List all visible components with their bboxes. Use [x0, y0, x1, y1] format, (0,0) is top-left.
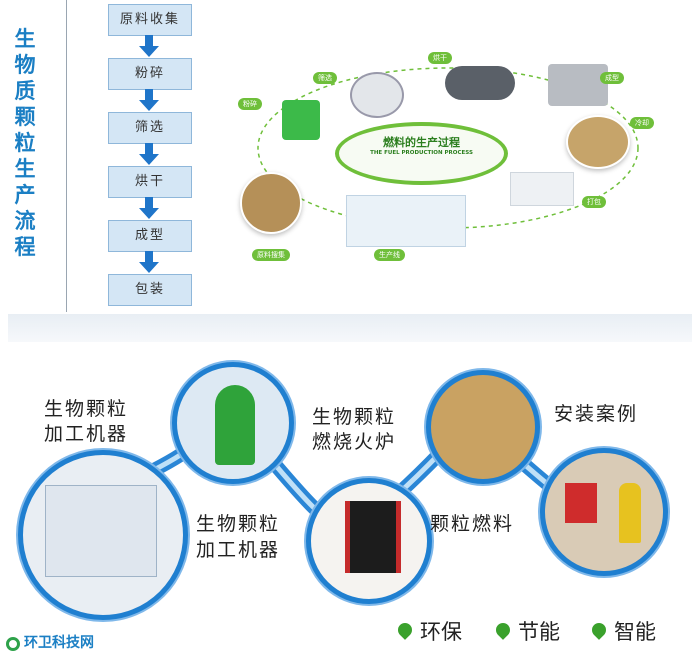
feature-label: 环保 — [420, 620, 462, 644]
production-line-image — [346, 195, 466, 247]
pellets-image — [566, 115, 630, 169]
logo-icon — [6, 637, 20, 651]
title-char: 粒 — [14, 131, 36, 155]
down-arrow-icon — [139, 143, 159, 165]
divider — [66, 0, 67, 312]
title-char: 流 — [14, 209, 36, 233]
title-char: 程 — [14, 235, 36, 259]
center-subtitle: THE FUEL PRODUCTION PROCESS — [370, 150, 473, 156]
separator-band — [8, 314, 692, 342]
feature-eco: 环保 — [395, 616, 462, 644]
title-char: 物 — [14, 53, 36, 77]
label-machine-2-line1: 生物颗粒 — [196, 513, 281, 535]
pellet-mill-image — [548, 64, 608, 106]
step-package: 包装 — [108, 274, 192, 306]
tag-form: 成型 — [600, 72, 624, 84]
down-arrow-icon — [139, 35, 159, 57]
dryer-image — [445, 66, 515, 100]
pellets-photo — [426, 370, 540, 484]
down-arrow-icon — [139, 251, 159, 273]
stove-photo — [306, 478, 432, 604]
cycle-path — [257, 67, 639, 229]
watermark-text: 环卫科技网 — [24, 635, 94, 651]
location-pin-icon — [589, 620, 609, 640]
title-char: 生 — [14, 27, 36, 51]
feature-label: 节能 — [518, 620, 560, 644]
label-installation-case: 安装案例 — [554, 403, 639, 425]
step-screen: 筛选 — [108, 112, 192, 144]
processing-machine-photo — [18, 450, 188, 620]
tag-pack: 打包 — [582, 196, 606, 208]
step-dry: 烘干 — [108, 166, 192, 198]
feature-energy-saving: 节能 — [493, 616, 560, 644]
green-machine-photo — [172, 362, 294, 484]
crusher-image — [282, 100, 320, 140]
label-machine-1-line1: 生物颗粒 — [44, 398, 129, 420]
center-title: 燃料的生产过程 — [383, 136, 460, 149]
label-stove-line1: 生物颗粒 — [312, 406, 397, 428]
label-stove-line2: 燃烧火炉 — [312, 431, 397, 453]
feature-smart: 智能 — [589, 616, 656, 644]
location-pin-icon — [493, 620, 513, 640]
label-pellet-fuel: 颗粒燃料 — [430, 513, 515, 535]
label-machine-1-line2: 加工机器 — [44, 423, 129, 445]
step-form: 成型 — [108, 220, 192, 252]
installation-case-photo — [540, 448, 668, 576]
tag-crush: 粉碎 — [238, 98, 262, 110]
label-machine-2-line2: 加工机器 — [196, 539, 281, 561]
vertical-title: 生 物 质 颗 粒 生 产 流 程 — [12, 26, 38, 260]
feature-label: 智能 — [614, 620, 656, 644]
tag-cool: 冷却 — [630, 117, 654, 129]
title-char: 产 — [14, 183, 36, 207]
raw-material-image — [240, 172, 302, 234]
tag-production-line: 生产线 — [374, 249, 405, 261]
process-section: 生 物 质 颗 粒 生 产 流 程 原料收集 粉碎 筛选 烘干 成型 包装 燃料… — [0, 0, 700, 312]
title-char: 生 — [14, 157, 36, 181]
packing-image — [510, 172, 574, 206]
down-arrow-icon — [139, 197, 159, 219]
watermark-logo: 环卫科技网 — [6, 632, 94, 652]
center-badge: 燃料的生产过程 THE FUEL PRODUCTION PROCESS — [335, 122, 508, 185]
down-arrow-icon — [139, 89, 159, 111]
step-raw-collection: 原料收集 — [108, 4, 192, 36]
title-char: 质 — [14, 79, 36, 103]
tag-raw-collection: 原料搜集 — [252, 249, 290, 261]
tag-screen: 筛选 — [313, 72, 337, 84]
location-pin-icon — [395, 620, 415, 640]
sieve-image — [350, 72, 404, 118]
step-crush: 粉碎 — [108, 58, 192, 90]
title-char: 颗 — [14, 105, 36, 129]
tag-dry: 烘干 — [428, 52, 452, 64]
